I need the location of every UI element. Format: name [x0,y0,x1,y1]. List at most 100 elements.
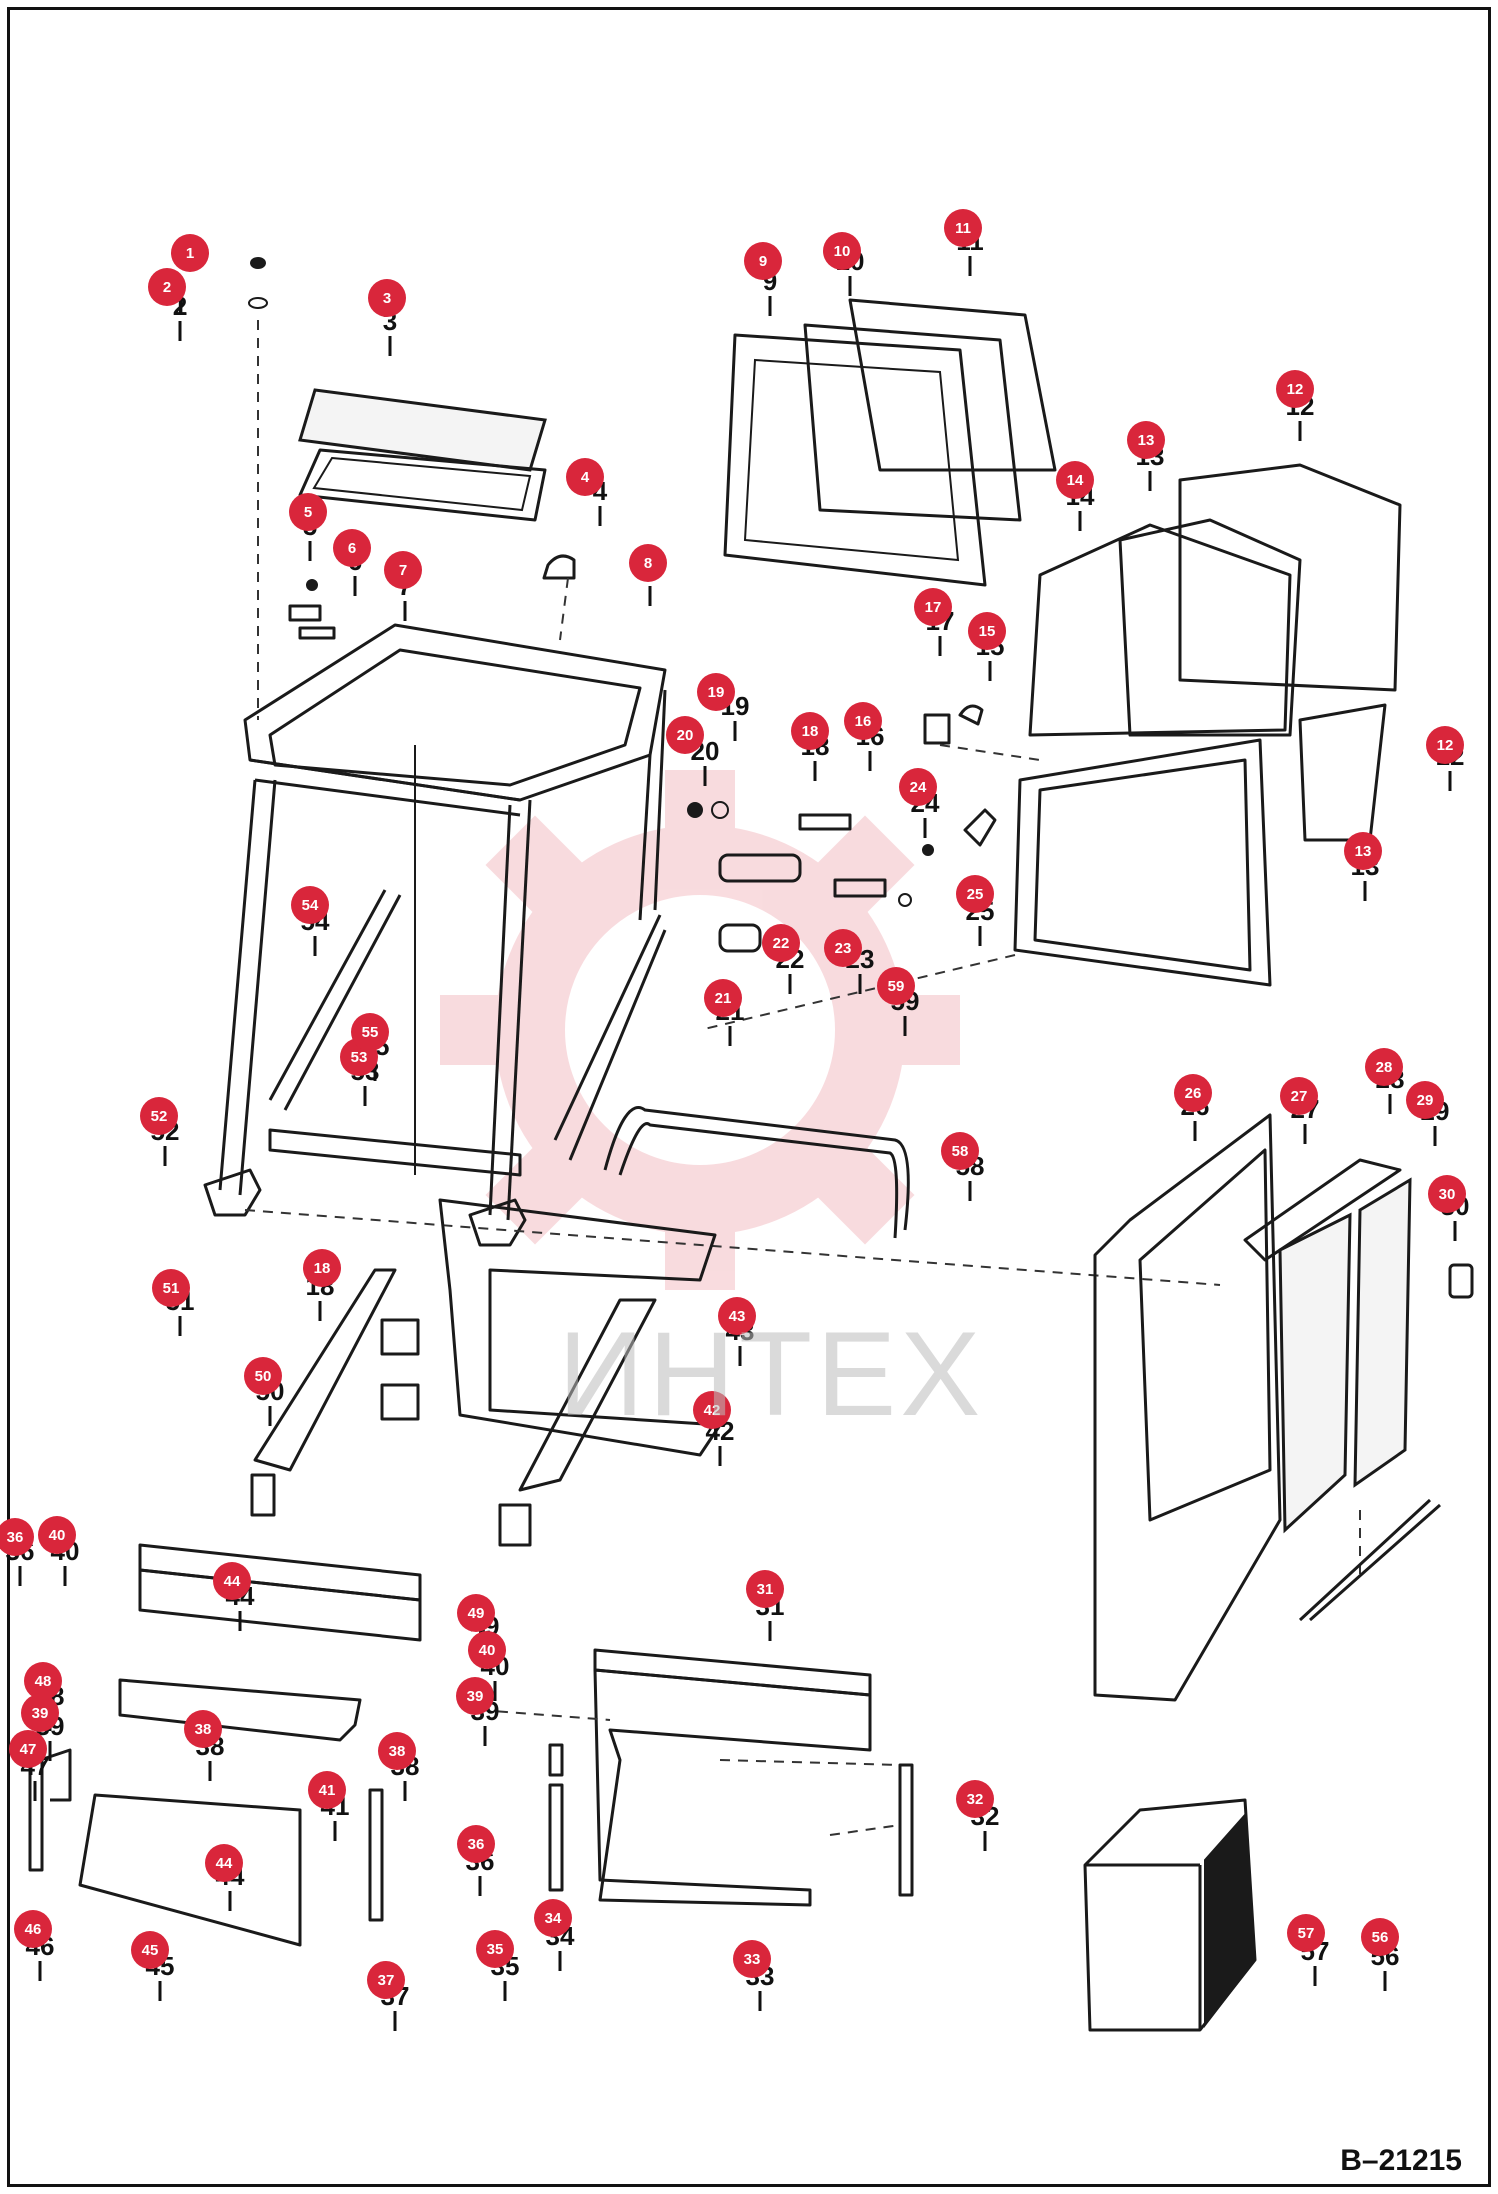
callout-badge-57: 57 [1287,1914,1325,1952]
callout-badge-29: 29 [1406,1081,1444,1119]
callout-badge-label: 55 [362,1024,379,1041]
callout-badge-label: 25 [967,886,984,903]
callout-badge-label: 6 [348,540,356,557]
callout-badge-label: 11 [955,220,971,237]
callout-badge-label: 31 [757,1581,774,1598]
callout-badge-20: 20 [666,716,704,754]
callout-badge-34: 34 [534,1899,572,1937]
callout-badge-49: 49 [457,1594,495,1632]
watermark-gear-icon [440,770,960,1290]
callout-badge-label: 39 [467,1688,484,1705]
callout-badge-label: 46 [25,1921,42,1938]
callout-badge-13: 13 [1127,421,1165,459]
callout-badge-4: 4 [566,458,604,496]
side-door-panel [1093,1113,1474,1702]
callout-badge-label: 1 [186,245,194,262]
callout-badge-38: 38 [184,1710,222,1748]
callout-badge-8: 8 [629,544,667,582]
callout-badge-17: 17 [914,588,952,626]
callout-badge-label: 53 [351,1049,368,1066]
callout-badge-label: 52 [151,1108,168,1125]
callout-badge-46: 46 [14,1910,52,1948]
callout-badge-label: 57 [1298,1925,1315,1942]
callout-badge-12: 12 [1276,370,1314,408]
callout-badge-label: 14 [1067,472,1084,489]
callout-badge-label: 9 [759,253,767,270]
callout-badge-26: 26 [1174,1074,1212,1112]
callout-badge-18: 18 [303,1249,341,1287]
callout-badge-35: 35 [476,1930,514,1968]
callout-badge-32: 32 [956,1780,994,1818]
callout-badge-11: 11 [944,209,982,247]
callout-badge-56: 56 [1361,1918,1399,1956]
callout-badge-45: 45 [131,1931,169,1969]
callout-badge-label: 3 [383,290,391,307]
callout-badge-label: 45 [142,1942,159,1959]
callout-badge-label: 28 [1376,1059,1393,1076]
callout-badge-label: 38 [389,1743,406,1760]
callout-badge-44: 44 [213,1562,251,1600]
callout-badge-36: 36 [0,1518,34,1556]
callout-badge-40: 40 [38,1516,76,1554]
callout-badge-label: 43 [729,1308,746,1325]
callout-badge-47: 47 [9,1730,47,1768]
callout-badge-6: 6 [333,529,371,567]
callout-badge-37: 37 [367,1961,405,1999]
callout-badge-19: 19 [697,673,735,711]
callout-badge-1: 1 [171,234,209,272]
callout-badge-40: 40 [468,1631,506,1669]
side-panels [250,1198,722,1547]
callout-badge-label: 12 [1287,381,1304,398]
callout-badge-label: 50 [255,1368,272,1385]
callout-badge-28: 28 [1365,1048,1403,1086]
floor-plates [28,1543,914,1947]
callout-badge-39: 39 [456,1677,494,1715]
callout-badge-label: 8 [644,555,652,572]
callout-badge-44: 44 [205,1844,243,1882]
callout-badge-label: 27 [1291,1088,1308,1105]
callout-badge-21: 21 [704,979,742,1017]
callout-badge-label: 34 [545,1910,562,1927]
callout-badge-label: 13 [1355,843,1372,860]
callout-badge-label: 18 [314,1260,331,1277]
grab-handle [603,1106,910,1239]
callout-badge-23: 23 [824,929,862,967]
storage-box [1083,1798,1257,2032]
center-hardware [687,704,1041,953]
callout-badge-7: 7 [384,551,422,589]
callout-badge-5: 5 [289,493,327,531]
callout-badge-label: 47 [20,1741,37,1758]
callout-badge-27: 27 [1280,1077,1318,1115]
callout-badge-label: 36 [468,1836,485,1853]
callout-badge-label: 44 [216,1855,233,1872]
callout-badge-52: 52 [140,1097,178,1135]
callout-badge-label: 26 [1185,1085,1202,1102]
callout-badge-15: 15 [968,612,1006,650]
callout-badge-label: 35 [487,1941,504,1958]
callout-badge-9: 9 [744,242,782,280]
callout-badge-58: 58 [941,1132,979,1170]
callout-badge-50: 50 [244,1357,282,1395]
callout-badge-24: 24 [899,768,937,806]
reference-code: B–21215 [1340,2144,1462,2177]
callout-badge-2: 2 [148,268,186,306]
callout-badge-label: 38 [195,1721,212,1738]
callout-badge-label: 24 [910,779,927,796]
callout-badge-label: 30 [1439,1186,1456,1203]
callout-badge-41: 41 [308,1771,346,1809]
callout-badge-12: 12 [1426,726,1464,764]
callout-badge-label: 15 [979,623,996,640]
roof-hardware [248,257,576,720]
callout-badge-13: 13 [1344,832,1382,870]
callout-badge-16: 16 [844,702,882,740]
callout-badge-55: 55 [351,1013,389,1051]
callout-badge-label: 33 [744,1951,761,1968]
callout-badge-label: 29 [1417,1092,1434,1109]
callout-badge-43: 43 [718,1297,756,1335]
watermark-text: ИНТЕХ [558,1307,985,1441]
diagram-frame [7,7,1491,2187]
cab-frame [203,623,1221,1286]
callout-badge-14: 14 [1056,461,1094,499]
